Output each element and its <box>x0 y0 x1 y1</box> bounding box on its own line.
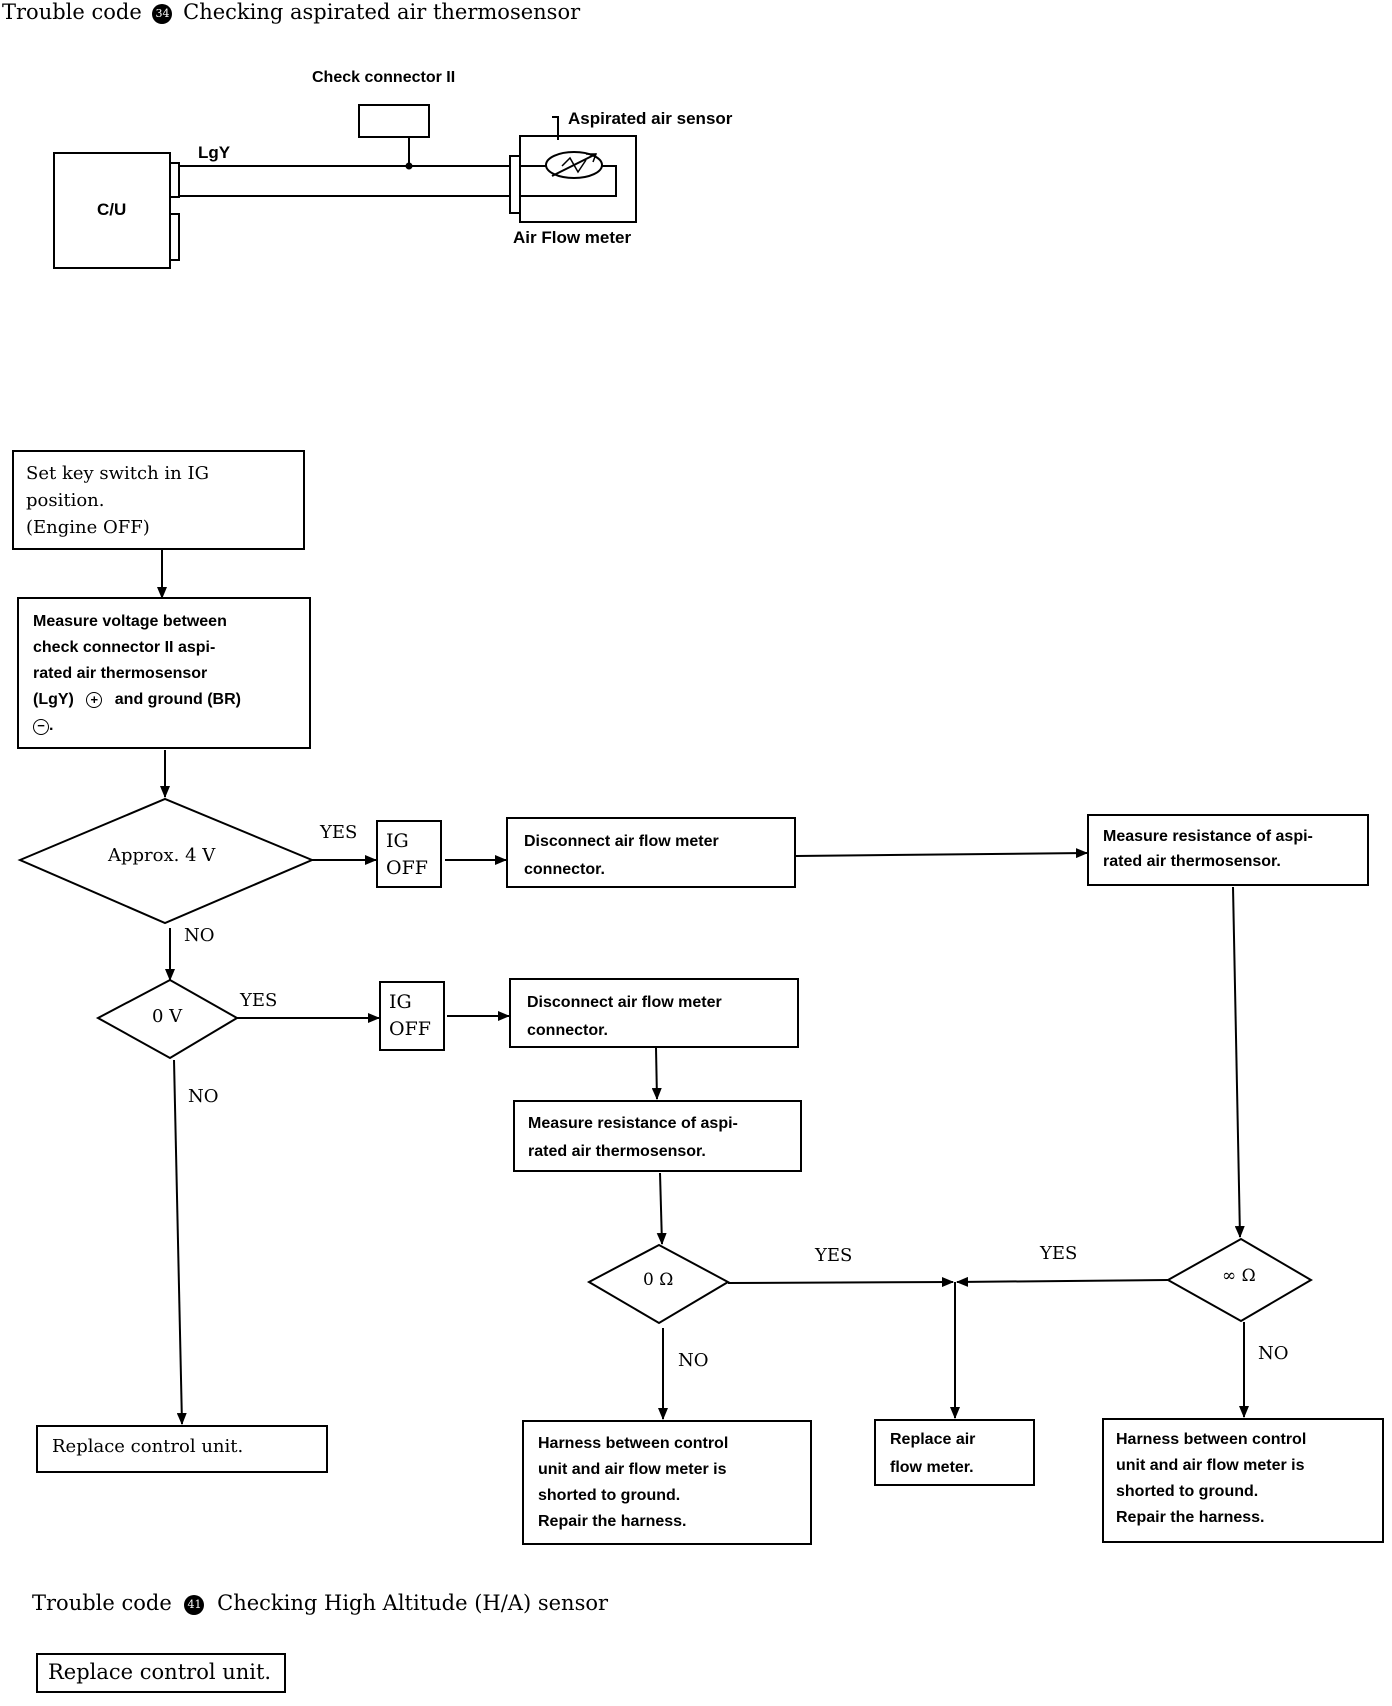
step-disconnect-afm-2-text: Disconnect air flow meter connector. <box>527 994 722 1039</box>
check-connector-box <box>358 104 430 138</box>
step-measure-resistance-right: Measure resistance of aspi- rated air th… <box>1087 814 1369 886</box>
air-flow-meter-box <box>519 135 637 223</box>
cu-connector-bottom <box>169 213 180 261</box>
plus-symbol: + <box>86 692 103 708</box>
control-unit-label: C/U <box>97 200 127 219</box>
step-ig-off-1-text: IG OFF <box>386 830 428 879</box>
cu-connector-top <box>169 162 180 198</box>
step-measure-resistance-mid-text: Measure resistance of aspi- rated air th… <box>528 1115 738 1160</box>
measure-voltage-text-a: Measure voltage between check connector … <box>33 613 227 708</box>
footer-title-prefix: Trouble code <box>32 1591 172 1615</box>
step-replace-air-flow-meter-text: Replace air flow meter. <box>890 1431 976 1476</box>
wire-label-lgy: LgY <box>198 143 231 162</box>
title-prefix: Trouble code <box>2 0 142 24</box>
aspirated-sensor-label: Aspirated air sensor <box>568 109 733 128</box>
yes-label-0-ohm: YES <box>815 1245 853 1266</box>
page-title: Trouble code 34 Checking aspirated air t… <box>2 0 580 24</box>
step-ig-off-2-text: IG OFF <box>389 991 431 1040</box>
decision-approx-4v-label: Approx. 4 V <box>108 845 216 866</box>
step-replace-control-unit: Replace control unit. <box>36 1425 328 1473</box>
minus-symbol: − <box>33 719 49 735</box>
step-ig-off-2: IG OFF <box>379 981 445 1051</box>
measure-voltage-text-b: and ground (BR) <box>114 691 241 708</box>
decision-0-ohm <box>586 1243 731 1325</box>
step-harness-shorted-right: Harness between control unit and air flo… <box>1102 1418 1384 1543</box>
footer-code-badge: 41 <box>184 1595 205 1615</box>
code-badge: 34 <box>152 4 173 24</box>
check-connector-label: Check connector II <box>312 69 456 86</box>
control-unit-box <box>53 152 171 269</box>
afm-connector <box>509 155 521 214</box>
no-label-0-ohm: NO <box>678 1350 709 1371</box>
step-harness-shorted-mid-text: Harness between control unit and air flo… <box>538 1435 729 1530</box>
step-disconnect-afm-1: Disconnect air flow meter connector. <box>506 817 796 888</box>
step-replace-control-unit-text: Replace control unit. <box>52 1436 244 1457</box>
no-label-4v: NO <box>184 925 215 946</box>
footer-action-box: Replace control unit. <box>36 1653 286 1693</box>
step-measure-voltage: Measure voltage between check connector … <box>17 597 311 749</box>
yes-label-4v: YES <box>320 822 358 843</box>
step-measure-voltage-text: Measure voltage between check connector … <box>33 613 241 735</box>
step-set-key-switch-text: Set key switch in IG position. (Engine O… <box>26 463 209 538</box>
step-set-key-switch: Set key switch in IG position. (Engine O… <box>12 450 305 550</box>
footer-title-text: Checking High Altitude (H/A) sensor <box>217 1591 609 1615</box>
no-label-infinite-ohm: NO <box>1258 1343 1289 1364</box>
decision-approx-4v <box>17 797 315 925</box>
decision-infinite-ohm <box>1165 1237 1313 1323</box>
step-measure-resistance-right-text: Measure resistance of aspi- rated air th… <box>1103 828 1313 870</box>
decision-0v <box>95 978 239 1060</box>
footer-action-text: Replace control unit. <box>48 1660 272 1684</box>
step-disconnect-afm-2: Disconnect air flow meter connector. <box>509 978 799 1048</box>
step-ig-off-1: IG OFF <box>376 820 442 888</box>
step-disconnect-afm-1-text: Disconnect air flow meter connector. <box>524 833 719 878</box>
air-flow-meter-label: Air Flow meter <box>513 228 632 247</box>
decision-0v-label: 0 V <box>152 1006 183 1027</box>
decision-0-ohm-label: 0 Ω <box>643 1270 674 1290</box>
yes-label-0v: YES <box>240 990 278 1011</box>
step-harness-shorted-mid: Harness between control unit and air flo… <box>522 1420 812 1545</box>
footer-title: Trouble code 41 Checking High Altitude (… <box>32 1591 608 1615</box>
title-text: Checking aspirated air thermosensor <box>183 0 581 24</box>
no-label-0v: NO <box>188 1086 219 1107</box>
step-measure-resistance-mid: Measure resistance of aspi- rated air th… <box>513 1100 802 1172</box>
step-replace-air-flow-meter: Replace air flow meter. <box>874 1419 1035 1486</box>
step-harness-shorted-right-text: Harness between control unit and air flo… <box>1116 1431 1307 1526</box>
decision-infinite-ohm-label: ∞ Ω <box>1222 1266 1256 1286</box>
yes-label-infinite-ohm: YES <box>1040 1243 1078 1264</box>
